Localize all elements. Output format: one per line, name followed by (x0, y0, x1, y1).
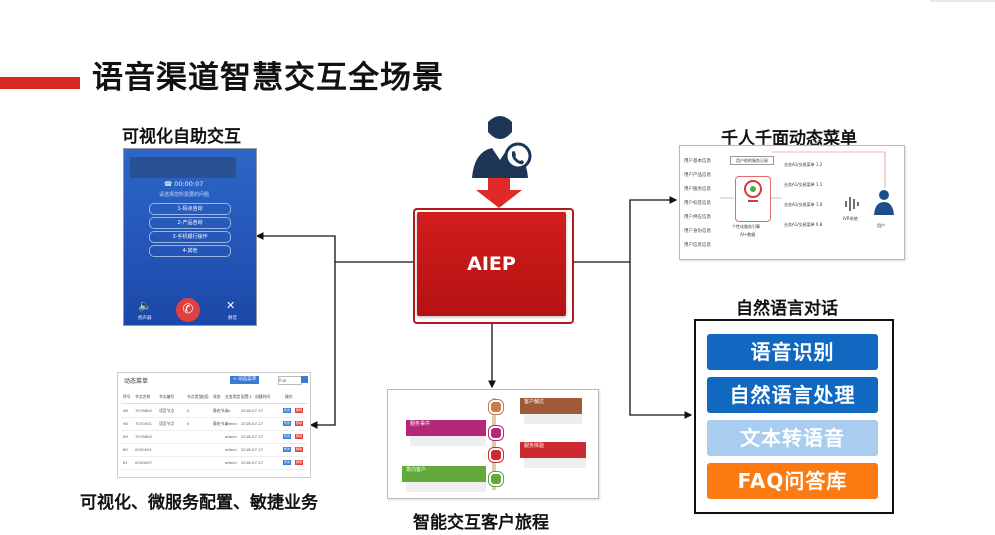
edit-tag-button[interactable]: 修改 (283, 447, 292, 452)
delete-tag-button[interactable]: 删除 (295, 408, 304, 413)
journey-card: 客户触达 (520, 398, 582, 414)
delete-tag-button[interactable]: 删除 (295, 421, 304, 426)
speaker-icon[interactable]: 🔈 (138, 299, 152, 312)
service-record-box: 用户前的服务记录 (730, 156, 774, 165)
caption-visual-ivr: 可视化自助交互 (122, 127, 241, 147)
engine-label: 个性化服务引擎 (732, 224, 760, 229)
delete-tag-button[interactable]: 删除 (295, 434, 304, 439)
speech-recognition-button: 语音识别 (707, 334, 878, 370)
caption-config: 可视化、微服务配置、敏捷业务 (80, 493, 318, 513)
phone-prompt: 请选择您所需要的问题 (159, 192, 210, 198)
journey-card: 服务体验 (520, 442, 586, 458)
menu-user-info-item: 用户基本信息 (684, 159, 711, 164)
menu-version-item: 业务A1/交易菜单 1.1 (784, 182, 823, 187)
journey-node (489, 426, 503, 440)
menu-config-screenshot: 动态菜单 + 动态菜单 Pub 序号 节点名称 节点编号 节点类型 启用 状态 … (117, 372, 311, 478)
edit-tag-button[interactable]: 修改 (283, 421, 292, 426)
add-menu-button[interactable]: + 动态菜单 (230, 376, 260, 384)
caption-journey: 智能交互客户旅程 (413, 513, 549, 533)
caption-nlp: 自然语言对话 (736, 299, 838, 319)
engine-icon (744, 180, 762, 202)
journey-node (489, 448, 503, 462)
menu-user-info-item: 用户服务信息 (684, 187, 711, 192)
title-accent-bar (0, 77, 80, 89)
phone-option-4[interactable]: 4-其他 (149, 245, 231, 257)
phone-option-3[interactable]: 3-手机银行操作 (149, 231, 231, 243)
caption-dynamic-menu: 千人千面动态菜单 (721, 129, 857, 149)
edit-tag-button[interactable]: 修改 (283, 460, 292, 465)
table-search-input[interactable]: Pub (278, 376, 302, 385)
phone-option-2[interactable]: 2-产品咨询 (149, 217, 231, 229)
phone-icon: ☎ (164, 180, 175, 188)
table-search-button[interactable] (301, 376, 308, 383)
journey-card-detail (524, 414, 582, 424)
menu-user-info-item: 用户身份信息 (684, 229, 711, 234)
phone-screenshot: ☎ 00:00:07 请选择您所需要的问题 1-码点咨询 2-产品咨询 3-手机… (123, 148, 257, 326)
down-arrow-icon (476, 178, 522, 208)
agent-person-icon (472, 116, 532, 178)
table-title: 动态菜单 (124, 378, 149, 385)
menu-version-item: 业务A1/交易菜单 0.8 (784, 222, 823, 227)
hangup-icon: ✆ (182, 302, 194, 317)
top-divider (930, 0, 995, 2)
journey-node (489, 472, 503, 486)
phone-header-bar (130, 157, 236, 178)
user-label: 用户 (877, 223, 885, 228)
journey-card-detail (406, 482, 486, 492)
user-icon (874, 190, 894, 215)
journey-card-detail (524, 458, 586, 468)
menu-diagram-lines (720, 151, 886, 199)
delete-tag-button[interactable]: 删除 (295, 447, 304, 452)
nlp-processing-button: 自然语言处理 (707, 377, 878, 413)
faq-library-button: FAQ问答库 (707, 463, 878, 499)
sound-wave-icon (845, 197, 859, 211)
menu-user-info-item: 用户标签信息 (684, 201, 711, 206)
ivr-label: IVR系统 (843, 216, 858, 221)
text-to-speech-button: 文本转语音 (707, 420, 878, 456)
mute-label: 静音 (228, 316, 237, 321)
edit-tag-button[interactable]: 修改 (283, 408, 292, 413)
edit-tag-button[interactable]: 修改 (283, 434, 292, 439)
phone-option-1[interactable]: 1-码点咨询 (149, 203, 231, 215)
call-timer: ☎ 00:00:07 (164, 180, 204, 188)
slide-title: 语音渠道智慧交互全场景 (92, 60, 444, 96)
aiep-block: AIEP (417, 212, 566, 316)
journey-node (489, 400, 503, 414)
menu-user-info-item: 用户产品信息 (684, 173, 711, 178)
speaker-label: 扬声器 (138, 316, 152, 321)
mute-icon[interactable]: ✕ (226, 299, 236, 312)
journey-card: 服务事件 (406, 420, 486, 436)
menu-version-item: 业务A1/交易菜单 1.2 (784, 162, 823, 167)
service-engine-box (735, 176, 771, 222)
dynamic-menu-diagram: 用户基本信息用户产品信息用户服务信息用户标签信息用户供应信息用户身份信息用户信息… (679, 145, 905, 260)
journey-card: 意向客户 (402, 466, 486, 482)
journey-card-detail (410, 436, 486, 446)
menu-user-info-item: 用户供应信息 (684, 215, 711, 220)
menu-user-info-item: 用户信息信息 (684, 243, 711, 248)
customer-journey-diagram: 服务事件 客户触达服务体验意向客户 (387, 389, 599, 499)
engine-sublabel: AI+数据 (740, 232, 756, 237)
menu-version-item: 业务A1/交易菜单 1.0 (784, 202, 823, 207)
journey-timeline (492, 398, 496, 490)
delete-tag-button[interactable]: 删除 (295, 460, 304, 465)
hangup-button[interactable]: ✆ (176, 298, 200, 322)
table-header: 序号 节点名称 节点编号 节点类型 启用 状态 业务类型 配置人 创建时间 操作 (121, 391, 307, 404)
